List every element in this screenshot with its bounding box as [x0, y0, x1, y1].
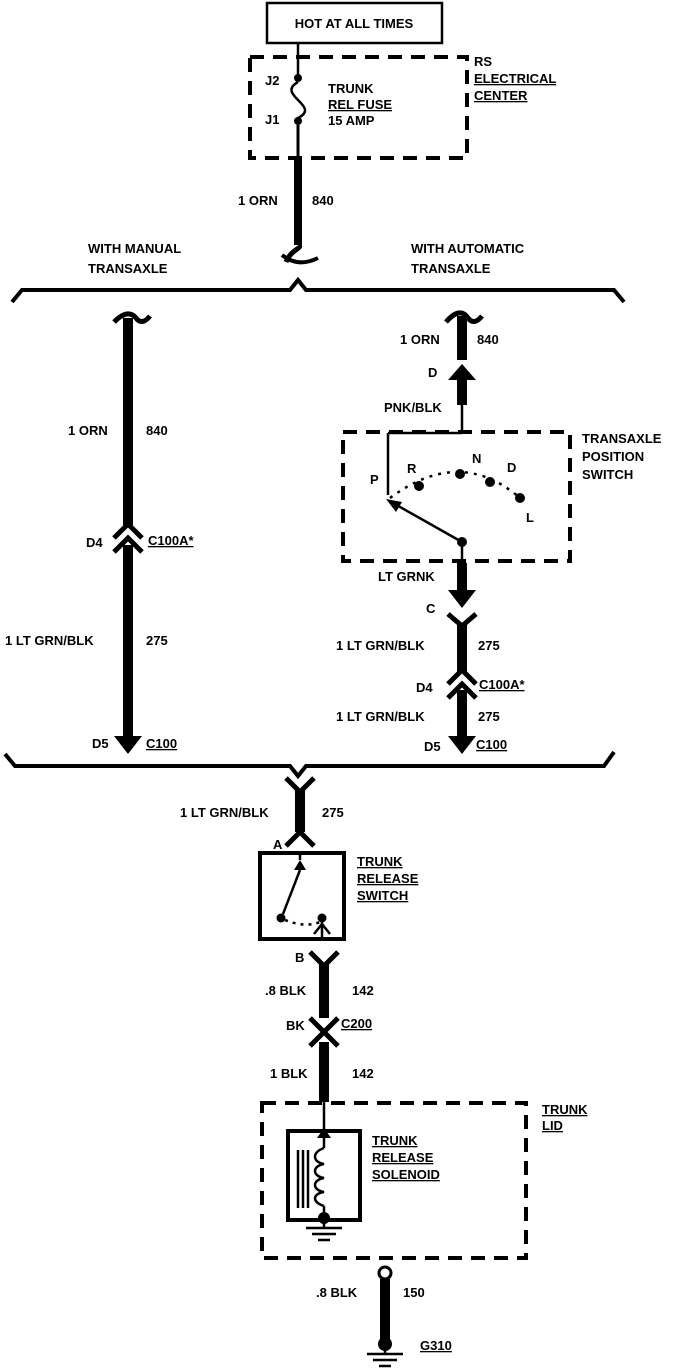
- branch-bracket-top: WITH MANUAL TRANSAXLE WITH AUTOMATIC TRA…: [10, 241, 626, 304]
- switch-pin-b: B: [295, 950, 304, 965]
- auto-pin-d: D: [428, 365, 437, 380]
- auto-wire-275b-color: 1 LT GRN/BLK: [336, 709, 425, 724]
- automatic-branch: 1 ORN 840 D PNK/BLK TRANSAXLE POSITION S…: [336, 310, 665, 754]
- feed-wire-color: 1 ORN: [238, 193, 278, 208]
- wire-142a-circuit: 142: [352, 983, 374, 998]
- merged-wire-color: 1 LT GRN/BLK: [180, 805, 269, 820]
- switch-contact-icon: [276, 853, 331, 938]
- manual-upper-wire-color: 1 ORN: [68, 423, 108, 438]
- wire-142b-circuit: 142: [352, 1066, 374, 1081]
- ground-label: G310: [420, 1338, 452, 1353]
- power-source-box: HOT AT ALL TIMES: [265, 1, 444, 45]
- position-contact-n: [455, 469, 465, 479]
- ground-wire-circuit: 150: [403, 1285, 425, 1300]
- auto-c100-connector: C100: [476, 737, 507, 752]
- auto-upper-wire-color: 1 ORN: [400, 332, 440, 347]
- manual-upper-wire-circuit: 840: [146, 423, 168, 438]
- feed-wire-circuit: 840: [312, 193, 334, 208]
- position-contact-l: [515, 493, 525, 503]
- manual-branch-label: WITH MANUAL TRANSAXLE: [88, 241, 185, 276]
- merged-wire-275: 1 LT GRN/BLK 275: [180, 776, 344, 848]
- power-source-label: HOT AT ALL TIMES: [295, 16, 414, 31]
- rs-electrical-center: RS ELECTRICAL CENTER J2 J1 TRUNK REL FUS…: [248, 43, 560, 160]
- ground-wire-color: .8 BLK: [316, 1285, 358, 1300]
- position-label-n: N: [472, 451, 481, 466]
- fuse-terminal-j2: J2: [265, 73, 279, 88]
- wire-142a-color: .8 BLK: [265, 983, 307, 998]
- auto-wire-275a-circuit: 275: [478, 638, 500, 653]
- merge-bracket: [3, 750, 616, 780]
- position-contact-r: [414, 481, 424, 491]
- switch-title: TRUNK RELEASE SWITCH: [357, 854, 422, 903]
- fuse-terminal-j1: J1: [265, 112, 279, 127]
- position-label-d: D: [507, 460, 516, 475]
- auto-wire-275a-color: 1 LT GRN/BLK: [336, 638, 425, 653]
- auto-wire-275b-circuit: 275: [478, 709, 500, 724]
- trunk-lid-enclosure: TRUNK LID TRUNK RELEASE SOL: [260, 1101, 591, 1260]
- position-label-r: R: [407, 461, 417, 476]
- solenoid-title: TRUNK RELEASE SOLENOID: [372, 1133, 440, 1182]
- manual-lower-wire-circuit: 275: [146, 633, 168, 648]
- trunk-release-switch: A TRUNK RELEASE SWITCH B: [258, 837, 422, 965]
- transaxle-position-switch: TRANSAXLE POSITION SWITCH P R N D L: [341, 430, 665, 563]
- auto-pnk-wire: PNK/BLK: [384, 400, 442, 415]
- ground-wire-150: .8 BLK 150 G310: [316, 1265, 452, 1368]
- solenoid-coil-icon: [313, 1146, 325, 1208]
- automatic-branch-label: WITH AUTOMATIC TRANSAXLE: [411, 241, 528, 276]
- merged-wire-circuit: 275: [322, 805, 344, 820]
- ground-symbol-icon: [367, 1337, 403, 1368]
- c200-pin: BK: [286, 1018, 305, 1033]
- auto-pin-c: C: [426, 601, 436, 616]
- manual-lower-wire-color: 1 LT GRN/BLK: [5, 633, 94, 648]
- position-label-p: P: [370, 472, 379, 487]
- trunk-lid-title: TRUNK LID: [542, 1102, 591, 1133]
- manual-c100-pin: D5: [92, 736, 109, 751]
- auto-c100a-pin: D4: [416, 680, 433, 695]
- manual-c100a-connector: C100A*: [148, 533, 194, 548]
- auto-c100-pin: D5: [424, 739, 441, 754]
- fuse-label: TRUNK REL FUSE 15 AMP: [328, 81, 396, 128]
- manual-c100-connector: C100: [146, 736, 177, 751]
- wire-142: .8 BLK 142 BK C200 1 BLK 142: [265, 950, 374, 1130]
- wire-142b-color: 1 BLK: [270, 1066, 308, 1081]
- trunk-release-solenoid: [286, 1128, 362, 1242]
- fuse-icon: [290, 43, 307, 125]
- auto-c100a-connector: C100A*: [479, 677, 525, 692]
- position-contact-d: [485, 477, 495, 487]
- solenoid-ground-icon: [306, 1222, 342, 1242]
- position-label-l: L: [526, 510, 534, 525]
- rs-center-title: RS ELECTRICAL CENTER: [474, 54, 560, 103]
- manual-branch: 1 ORN 840 D4 C100A* 1 LT GRN/BLK 275 D5 …: [5, 311, 194, 754]
- position-switch-title: TRANSAXLE POSITION SWITCH: [582, 431, 665, 482]
- auto-lt-wire: LT GRNK: [378, 569, 435, 584]
- auto-upper-wire-circuit: 840: [477, 332, 499, 347]
- switch-pin-a: A: [273, 837, 283, 852]
- manual-c100a-pin: D4: [86, 535, 103, 550]
- feed-wire-840: 1 ORN 840: [238, 125, 334, 265]
- c200-connector: C200: [341, 1016, 372, 1031]
